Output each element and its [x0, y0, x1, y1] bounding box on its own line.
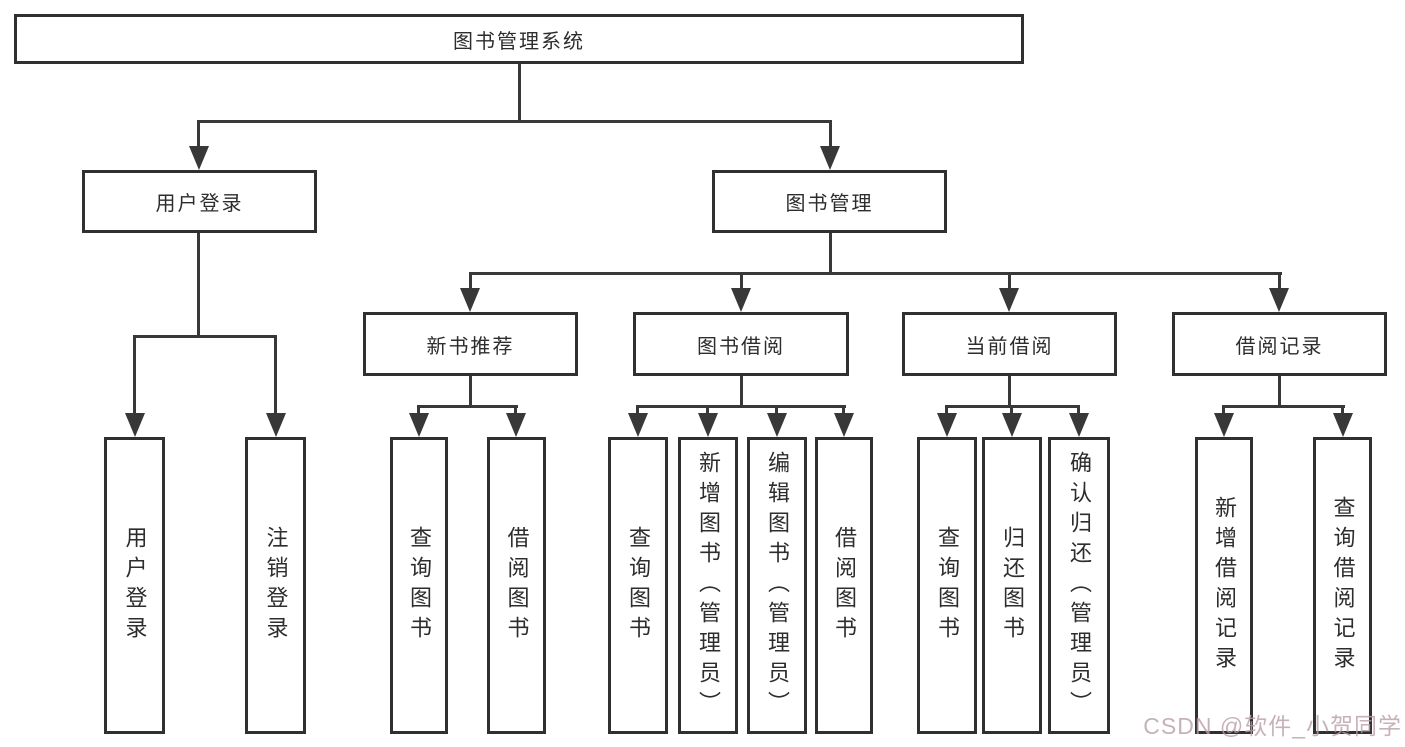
arrowhead-to-cb-confirm-return — [1069, 413, 1089, 437]
node-rec-borrow-book-label: 借阅图书 — [504, 525, 530, 646]
arrowhead-to-br-add-record — [1214, 413, 1234, 437]
node-leaf-logout: 注销登录 — [245, 437, 306, 734]
connector-to-bb-query-book — [636, 405, 639, 419]
node-book-mgmt-label: 图书管理 — [785, 193, 874, 215]
node-bb-borrow-book-label: 借阅图书 — [832, 525, 857, 646]
node-cb-confirm-return: 确认归还（管理员） — [1048, 437, 1110, 734]
connector-level3-branch — [469, 272, 1282, 275]
node-bb-edit-book-label: 编辑图书（管理员） — [765, 450, 790, 721]
arrowhead-to-leaf-user-login — [125, 413, 145, 437]
node-rec-borrow-book: 借阅图书 — [487, 437, 546, 734]
node-bb-borrow-book: 借阅图书 — [815, 437, 873, 734]
connector-level2-branch — [197, 120, 831, 123]
node-br-query-record: 查询借阅记录 — [1313, 437, 1372, 734]
node-br-query-record-label: 查询借阅记录 — [1330, 495, 1356, 676]
connector-root-stem — [518, 63, 521, 122]
arrowhead-to-current-borrow — [999, 288, 1019, 312]
csdn-watermark: CSDN @软件_小贺同学 — [1143, 713, 1402, 739]
arrowhead-to-cb-return-book — [1002, 413, 1022, 437]
connector-to-rec-borrow-book — [514, 405, 517, 419]
connector-to-cb-query-book — [945, 405, 948, 419]
connector-new-book-rec-stem — [469, 376, 472, 407]
node-cb-return-book-label: 归还图书 — [1000, 525, 1025, 646]
node-cb-return-book: 归还图书 — [982, 437, 1042, 734]
node-leaf-user-login: 用户登录 — [104, 437, 165, 734]
arrowhead-to-bb-query-book — [628, 413, 648, 437]
node-borrow-record: 借阅记录 — [1172, 312, 1387, 376]
arrowhead-to-user-login — [189, 146, 209, 170]
connector-book-mgmt-stem — [829, 233, 832, 274]
node-current-borrow: 当前借阅 — [902, 312, 1117, 376]
node-root-label: 图书管理系统 — [453, 30, 585, 53]
arrowhead-to-br-query-record — [1333, 413, 1353, 437]
arrowhead-to-cb-query-book — [937, 413, 957, 437]
connector-book-borrow-branch — [636, 405, 846, 408]
connector-to-cb-confirm-return — [1077, 405, 1080, 419]
arrowhead-to-new-book-rec — [460, 288, 480, 312]
connector-user-login-branch — [133, 335, 277, 338]
node-leaf-logout-label: 注销登录 — [263, 525, 289, 646]
node-br-add-record: 新增借阅记录 — [1195, 437, 1253, 734]
connector-user-login-stem — [197, 233, 200, 337]
arrowhead-to-rec-borrow-book — [506, 413, 526, 437]
connector-to-br-query-record — [1341, 405, 1344, 419]
node-bb-query-book: 查询图书 — [608, 437, 668, 734]
node-new-book-rec: 新书推荐 — [363, 312, 578, 376]
node-cb-query-book-label: 查询图书 — [935, 525, 960, 646]
node-book-borrow-label: 图书借阅 — [697, 335, 785, 358]
node-current-borrow-label: 当前借阅 — [965, 335, 1054, 358]
node-book-borrow: 图书借阅 — [633, 312, 849, 376]
node-user-login-label: 用户登录 — [155, 193, 244, 215]
arrowhead-to-borrow-record — [1269, 288, 1289, 312]
connector-to-new-book-rec — [469, 272, 472, 294]
node-rec-query-book-label: 查询图书 — [407, 525, 432, 646]
connector-to-leaf-logout — [274, 335, 277, 419]
node-new-book-rec-label: 新书推荐 — [426, 335, 515, 358]
connector-current-borrow-stem — [1008, 376, 1011, 407]
node-bb-add-book-label: 新增图书（管理员） — [696, 450, 721, 721]
node-bb-query-book-label: 查询图书 — [626, 525, 651, 646]
connector-to-leaf-user-login — [133, 335, 136, 419]
connector-to-book-mgmt — [829, 120, 832, 152]
connector-to-rec-query-book — [417, 405, 420, 419]
node-borrow-record-label: 借阅记录 — [1235, 335, 1324, 358]
connector-book-borrow-stem — [740, 376, 743, 407]
node-user-login: 用户登录 — [82, 170, 317, 233]
connector-borrow-record-stem — [1278, 376, 1281, 407]
arrowhead-to-book-borrow — [731, 288, 751, 312]
node-rec-query-book: 查询图书 — [390, 437, 448, 734]
connector-to-bb-borrow-book — [842, 405, 845, 419]
connector-to-user-login — [197, 120, 200, 152]
connector-borrow-record-branch — [1222, 405, 1345, 408]
connector-to-cb-return-book — [1010, 405, 1013, 419]
node-leaf-user-login-label: 用户登录 — [122, 525, 148, 646]
connector-to-current-borrow — [1008, 272, 1011, 294]
connector-to-borrow-record — [1278, 272, 1281, 294]
node-root: 图书管理系统 — [14, 14, 1024, 64]
connector-to-br-add-record — [1222, 405, 1225, 419]
connector-to-bb-add-book — [706, 405, 709, 419]
arrowhead-to-book-mgmt — [820, 146, 840, 170]
arrowhead-to-leaf-logout — [266, 413, 286, 437]
arrowhead-to-bb-borrow-book — [834, 413, 854, 437]
node-bb-add-book: 新增图书（管理员） — [678, 437, 738, 734]
arrowhead-to-bb-edit-book — [767, 413, 787, 437]
node-cb-confirm-return-label: 确认归还（管理员） — [1067, 450, 1092, 721]
node-bb-edit-book: 编辑图书（管理员） — [747, 437, 807, 734]
connector-new-book-rec-branch — [417, 405, 518, 408]
node-cb-query-book: 查询图书 — [917, 437, 977, 734]
node-book-mgmt: 图书管理 — [712, 170, 947, 233]
connector-to-bb-edit-book — [775, 405, 778, 419]
connector-to-book-borrow — [740, 272, 743, 294]
arrowhead-to-bb-add-book — [698, 413, 718, 437]
node-br-add-record-label: 新增借阅记录 — [1212, 495, 1237, 676]
arrowhead-to-rec-query-book — [409, 413, 429, 437]
